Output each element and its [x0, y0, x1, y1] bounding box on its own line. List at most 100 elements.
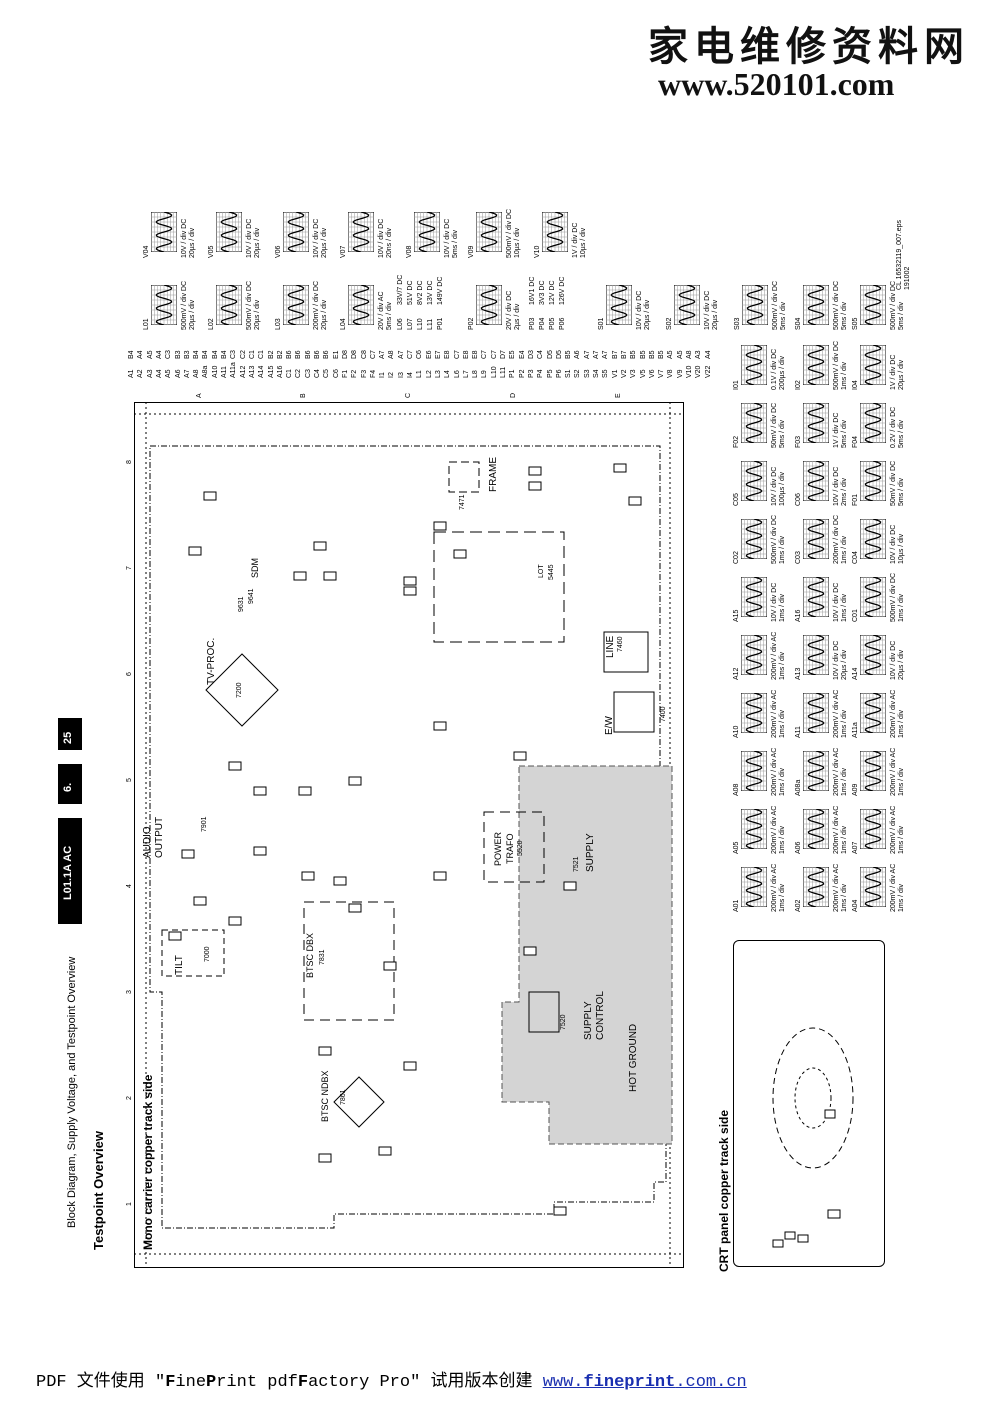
index-location: E1: [332, 350, 340, 359]
part-7471: 7471: [459, 494, 466, 510]
scope-waveform: [155, 212, 173, 252]
scope-time: 1ms / div: [779, 709, 786, 738]
supply-voltage: 12V DC: [549, 280, 556, 305]
scope-scale: 200mV / div AC: [833, 747, 840, 796]
index-testpoint: V9: [676, 369, 684, 378]
scope-id: L03: [275, 318, 282, 330]
grid-row-b: B: [300, 393, 307, 398]
index-testpoint: A14: [258, 365, 266, 378]
scope-waveform: [287, 212, 305, 252]
link-part-c[interactable]: .com.cn: [675, 1373, 747, 1392]
label-supply-2: SUPPLY: [583, 1001, 594, 1040]
index-testpoint: A8: [193, 369, 201, 378]
index-location: A7: [593, 350, 600, 359]
scope-time: 1ms / div: [898, 709, 905, 738]
index-location: A7: [397, 350, 405, 359]
scope-waveform: [864, 461, 882, 501]
scope-id: L01: [143, 318, 150, 330]
index-location: C7: [453, 350, 461, 359]
scope-scale: 20V / div AC: [378, 291, 385, 330]
scope-id: A12: [733, 667, 740, 680]
index-location: B5: [658, 350, 666, 359]
scope-waveform: [610, 285, 628, 325]
scope-time: 10µs / div: [514, 227, 521, 258]
grid-row-a: A: [196, 393, 203, 398]
index-testpoint: L1: [416, 370, 424, 378]
index-testpoint: S4: [593, 369, 600, 378]
scope-scale: 500mV / div DC: [506, 208, 513, 258]
scope-time: 5ms / div: [780, 301, 787, 330]
index-testpoint: V22: [704, 365, 712, 378]
index-location: E8: [462, 350, 470, 359]
scope-time: 20µs / div: [898, 649, 905, 680]
scope-id: A08: [733, 783, 740, 796]
index-location: B2: [267, 350, 275, 359]
scope-time: 5ms / div: [386, 301, 393, 330]
grid-row-d: D: [510, 392, 517, 398]
scope-id: C06: [795, 493, 802, 506]
scope-waveform: [155, 285, 173, 325]
scope-waveform: [745, 693, 763, 733]
scope-waveform: [745, 751, 763, 791]
scope-scale: 10V / div DC: [771, 466, 778, 506]
doc-date: 191002: [904, 266, 911, 290]
scope-scale: 200mV / div AC: [771, 863, 778, 912]
supply-voltage: 33V/7 DC: [397, 274, 404, 305]
link-part-a[interactable]: www.: [542, 1373, 584, 1392]
grid-col-4: 4: [126, 884, 133, 888]
scope-waveform: [287, 285, 305, 325]
scope-time: 1ms / div: [779, 767, 786, 796]
index-location: D8: [341, 350, 349, 359]
scope-time: 5ms / div: [841, 301, 848, 330]
scope-trace: [741, 693, 767, 733]
label-frame: FRAME: [488, 457, 499, 492]
link-part-b[interactable]: fineprint: [583, 1373, 676, 1392]
scope-trace: [348, 285, 374, 325]
grid-col-5: 5: [126, 778, 133, 782]
label-audio: AUDIO: [142, 826, 153, 858]
scope-id: A07: [852, 841, 859, 854]
scope-scale: 10V / div DC: [890, 640, 897, 680]
doc-ref: CL 16532119_007.eps: [896, 219, 903, 290]
board-drawing: [134, 402, 682, 1266]
scope-trace: [860, 461, 886, 501]
watermark-url: www.520101.com: [658, 66, 895, 102]
scope-trace: [803, 345, 829, 385]
index-testpoint: P3: [527, 369, 535, 378]
scope-time: 20µs / div: [644, 299, 651, 330]
scope-trace: [860, 345, 886, 385]
index-testpoint: V8: [667, 369, 675, 378]
index-testpoint: L7: [462, 370, 470, 378]
scope-scale: 200mV / div AC: [771, 689, 778, 738]
index-location: A7: [379, 350, 387, 359]
scope-waveform: [745, 577, 763, 617]
scope-waveform: [352, 212, 370, 252]
index-testpoint: V1: [611, 369, 619, 378]
scope-scale: 10V / div DC: [771, 582, 778, 622]
label-power: POWER: [493, 831, 503, 866]
scope-scale: 200mV / div AC: [890, 863, 897, 912]
scope-scale: 200mV / div AC: [771, 747, 778, 796]
scope-trace: [741, 519, 767, 559]
scope-scale: 200mV / div AC: [833, 805, 840, 854]
scope-id: L02: [208, 318, 215, 330]
grid-col-8: 8: [126, 460, 133, 464]
index-location: B6: [286, 350, 294, 359]
fineprint-link[interactable]: www.fineprint.com.cn: [543, 1373, 747, 1392]
scope-time: 1ms / div: [841, 593, 848, 622]
scope-trace: [860, 285, 886, 325]
index-testpoint: A16: [276, 365, 284, 378]
index-location: A5: [676, 350, 684, 359]
footer-f1: F: [165, 1373, 176, 1392]
section-title: Block Diagram, Supply Voltage, and Testp…: [66, 956, 78, 1228]
index-location: A7: [602, 350, 610, 359]
scope-scale: 10V / div DC: [378, 218, 385, 258]
scope-waveform: [746, 285, 764, 325]
scope-time: 1ms / div: [841, 361, 848, 390]
scope-trace: [803, 635, 829, 675]
supply-testpoint: L11: [427, 318, 434, 330]
index-location: B7: [611, 350, 619, 359]
scope-trace: [283, 285, 309, 325]
scope-id: A06: [795, 841, 802, 854]
index-testpoint: P5: [546, 369, 554, 378]
